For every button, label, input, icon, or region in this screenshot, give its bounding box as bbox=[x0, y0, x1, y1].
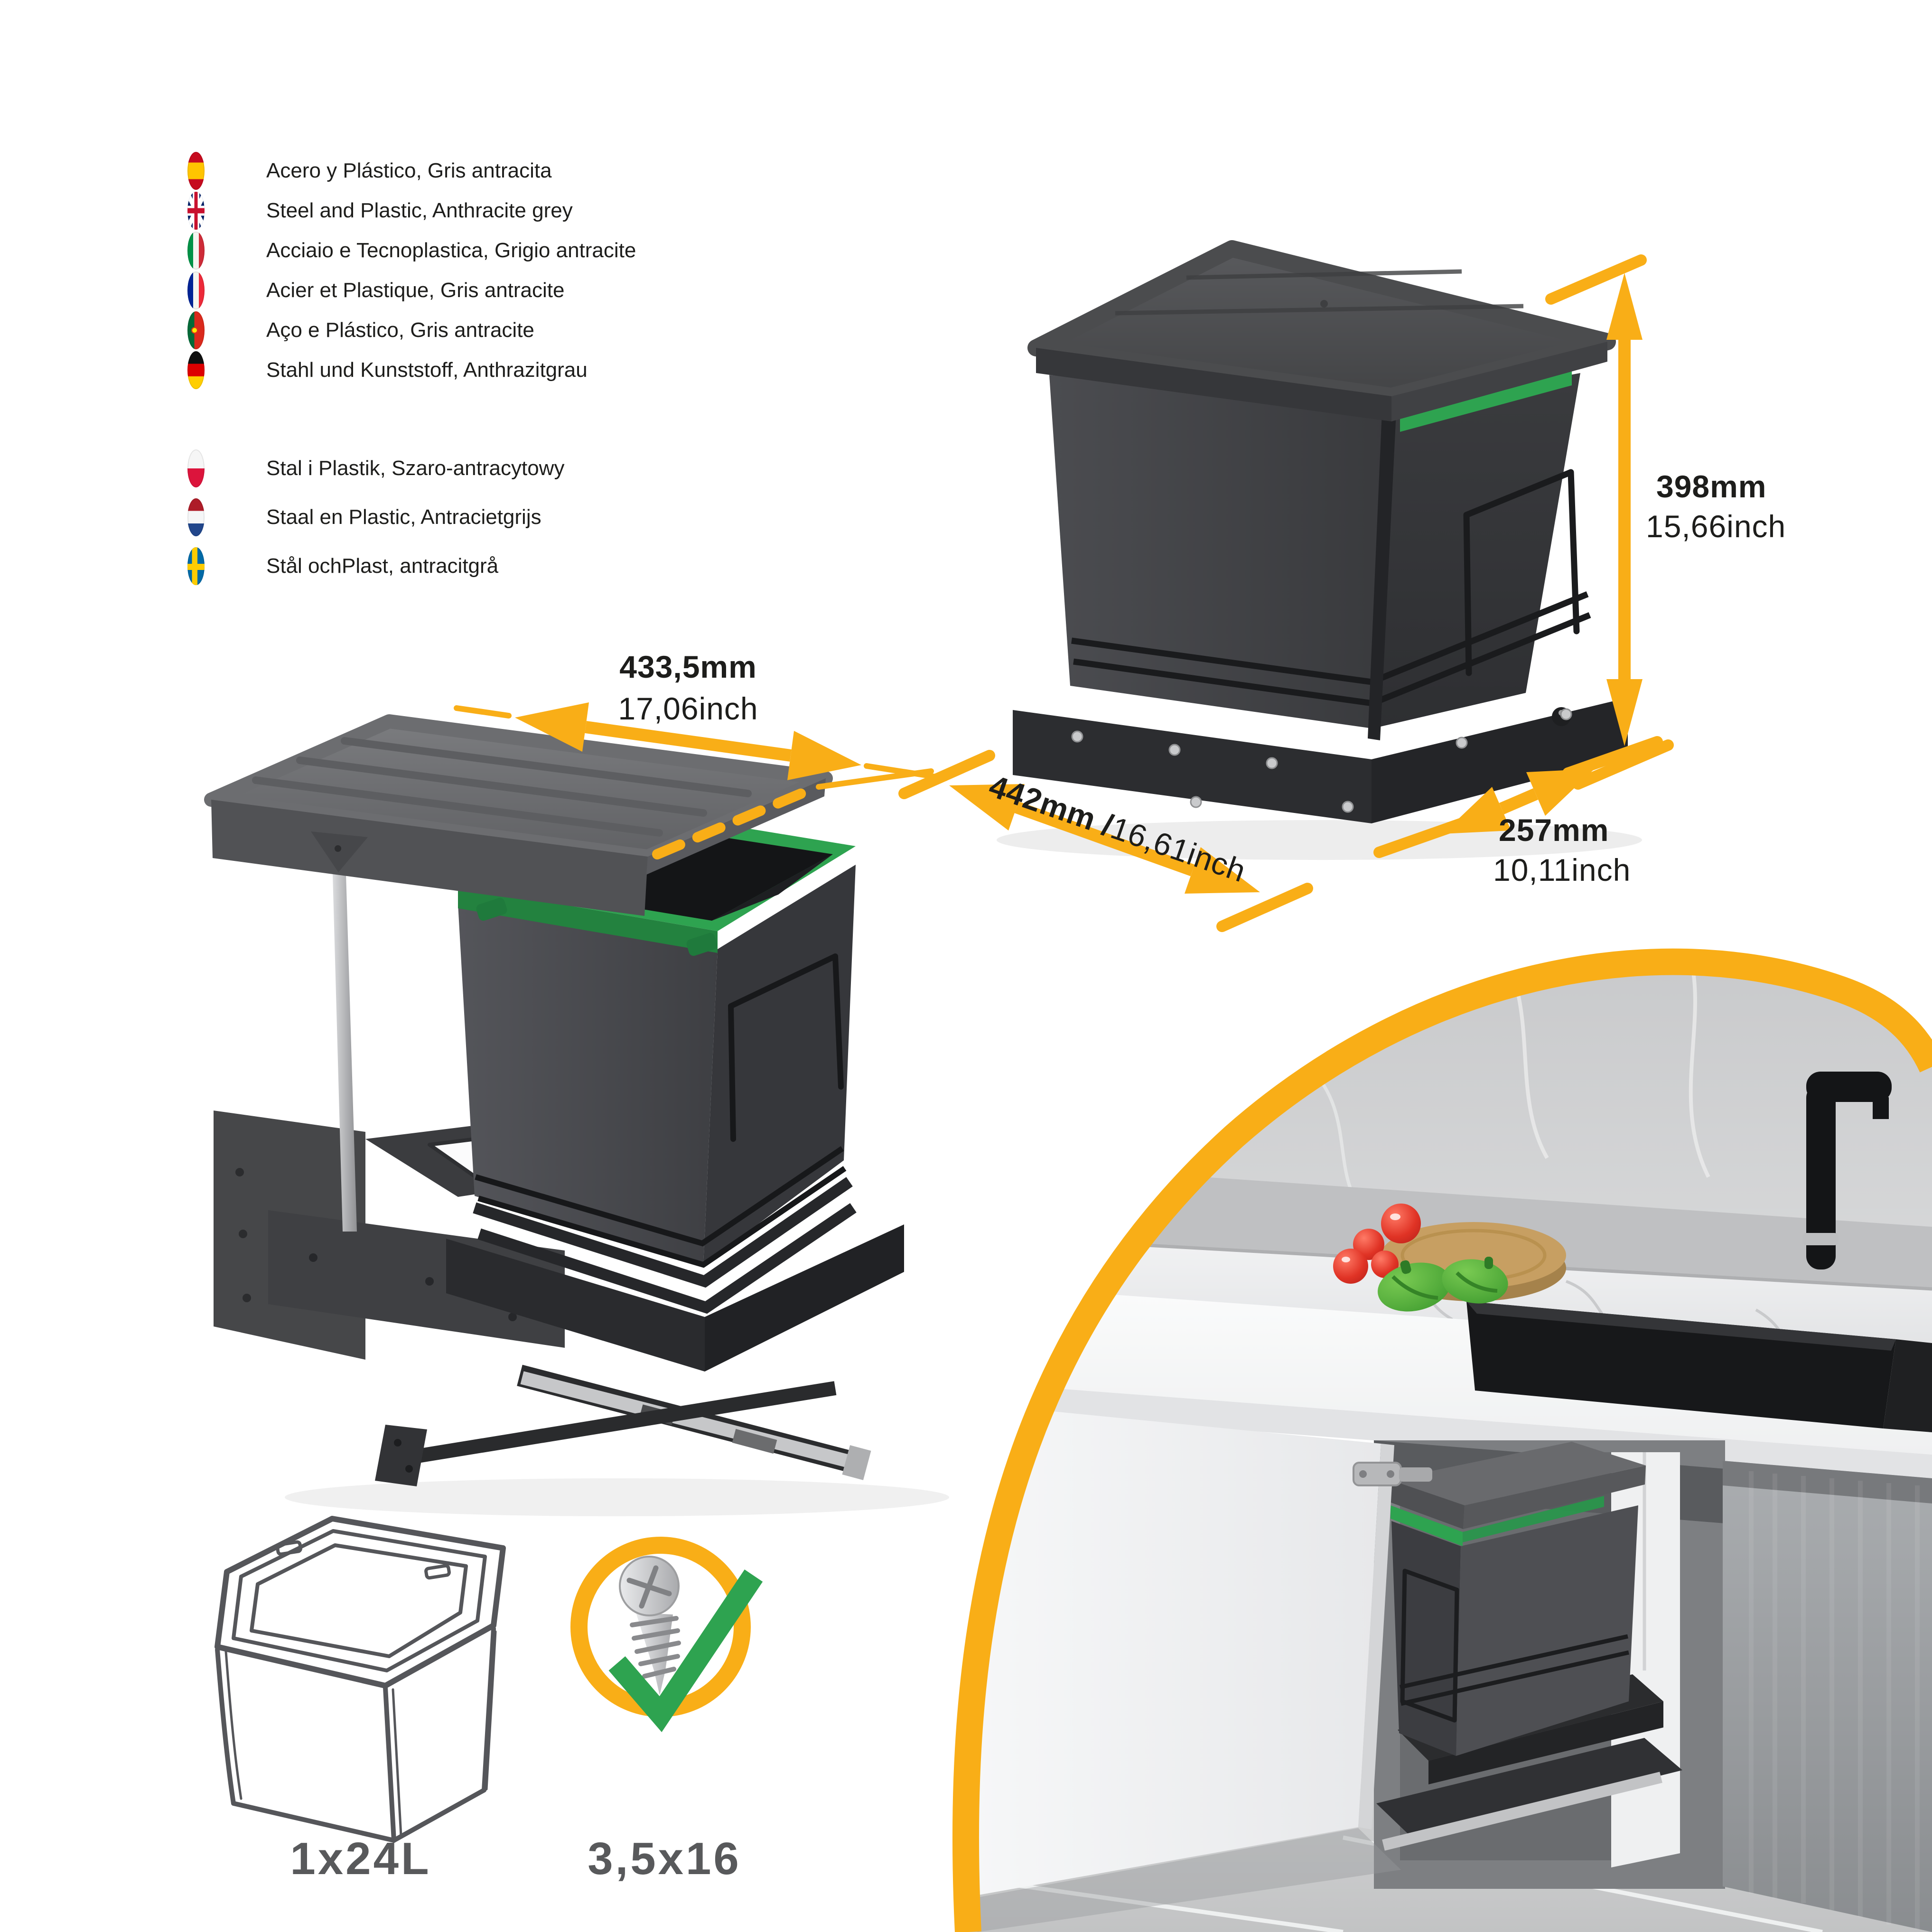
material-label-en: Steel and Plastic, Anthracite grey bbox=[266, 199, 573, 222]
open-bin-illustration bbox=[204, 714, 949, 1516]
screw-size-label: 3,5x16 bbox=[588, 1833, 741, 1884]
lid-dimension-imperial: 17,06inch bbox=[618, 691, 758, 726]
photo-cabinet-door bbox=[965, 1401, 1381, 1901]
lid-dimension-metric: 433,5mm bbox=[619, 649, 757, 684]
closed-bin-illustration bbox=[997, 240, 1642, 860]
material-label-it: Acciaio e Tecnoplastica, Grigio antracit… bbox=[266, 239, 636, 262]
kitchen-photo bbox=[965, 961, 1932, 1932]
photo-border-arc bbox=[952, 948, 1932, 1932]
material-row-pl: Stal i Plastik, Szaro-antracytowy bbox=[187, 444, 564, 493]
material-label-pl: Stal i Plastik, Szaro-antracytowy bbox=[266, 456, 565, 480]
material-row-es: Acero y Plástico, Gris antracita bbox=[187, 151, 636, 191]
material-row-pt: Aço e Plástico, Gris antracite bbox=[187, 310, 636, 350]
material-row-se: Stål ochPlast, antracitgrå bbox=[187, 541, 564, 590]
material-row-it: Acciaio e Tecnoplastica, Grigio antracit… bbox=[187, 231, 636, 271]
material-row-de: Stahl und Kunststoff, Anthrazitgrau bbox=[187, 350, 636, 390]
photo-green-pepper bbox=[1377, 1257, 1508, 1312]
depth-dimension-arrow bbox=[898, 750, 1313, 932]
width-dimension-imperial: 10,11inch bbox=[1493, 852, 1631, 887]
material-label-nl: Staal en Plastic, Antracietgrijs bbox=[266, 505, 541, 529]
photo-right-cabinet bbox=[1723, 1461, 1932, 1932]
material-language-list-top: Acero y Plástico, Gris antracita Steel a… bbox=[187, 151, 636, 390]
material-label-se: Stål ochPlast, antracitgrå bbox=[266, 554, 499, 578]
outline-bin-illustration bbox=[215, 1516, 506, 1843]
height-dimension-arrow bbox=[1545, 254, 1674, 790]
photo-faucet bbox=[1806, 1084, 1836, 1269]
netherlands-flag-icon bbox=[187, 498, 205, 536]
france-flag-icon bbox=[187, 271, 205, 309]
height-dimension-metric: 398mm bbox=[1656, 469, 1767, 504]
height-dimension-imperial: 15,66inch bbox=[1646, 509, 1786, 544]
photo-tomato bbox=[1381, 1204, 1421, 1243]
material-row-nl: Staal en Plastic, Antracietgrijs bbox=[187, 493, 564, 541]
material-row-en: Steel and Plastic, Anthracite grey bbox=[187, 191, 636, 231]
italy-flag-icon bbox=[187, 232, 205, 270]
photo-countertop bbox=[965, 1281, 1932, 1455]
spain-flag-icon bbox=[187, 152, 205, 190]
material-label-de: Stahl und Kunststoff, Anthrazitgrau bbox=[266, 358, 588, 382]
capacity-label: 1x24L bbox=[290, 1833, 431, 1884]
width-dimension-arrow bbox=[1373, 736, 1663, 858]
check-icon bbox=[608, 1569, 763, 1732]
photo-pullout-bin bbox=[1376, 1442, 1682, 1851]
material-label-es: Acero y Plástico, Gris antracita bbox=[266, 159, 552, 182]
lid-dimension-arrow bbox=[454, 702, 948, 859]
portugal-flag-icon bbox=[187, 311, 205, 349]
width-dimension-metric: 257mm bbox=[1499, 812, 1609, 848]
photo-door-hinge bbox=[1353, 1462, 1432, 1486]
sweden-flag-icon bbox=[187, 547, 205, 585]
material-row-fr: Acier et Plastique, Gris antracite bbox=[187, 271, 636, 310]
material-language-list-bottom: Stal i Plastik, Szaro-antracytowy Staal … bbox=[187, 444, 564, 590]
poland-flag-icon bbox=[187, 449, 205, 487]
germany-flag-icon bbox=[187, 351, 205, 389]
screw-icon bbox=[619, 1556, 681, 1695]
material-label-fr: Acier et Plastique, Gris antracite bbox=[266, 279, 565, 302]
screw-approved-icon bbox=[570, 1537, 763, 1732]
uk-flag-icon bbox=[187, 192, 205, 230]
dimension-arrows bbox=[454, 254, 1674, 932]
material-label-pt: Aço e Plástico, Gris antracite bbox=[266, 318, 534, 342]
